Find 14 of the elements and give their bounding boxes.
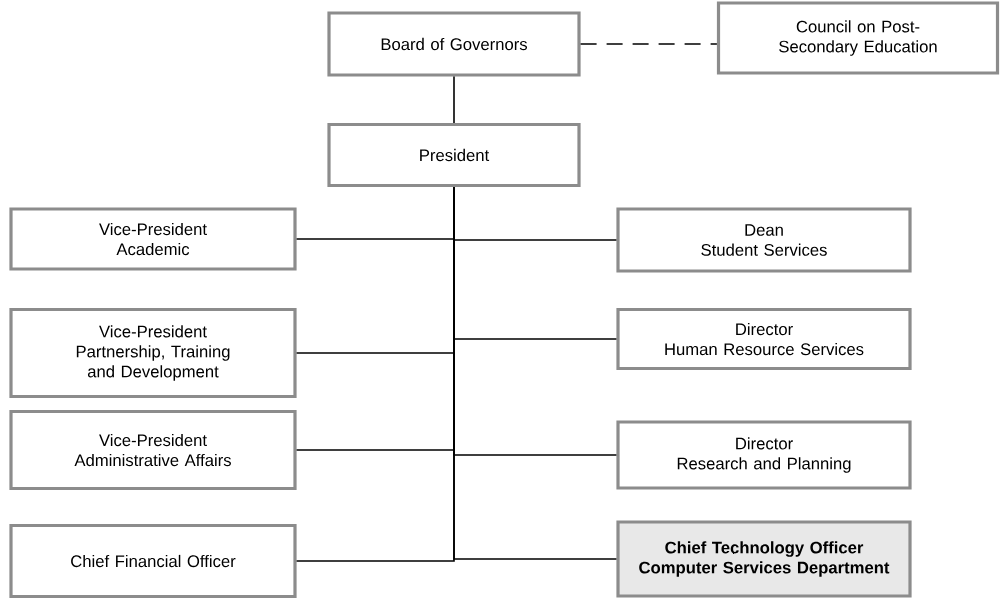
org-box: Vice-President Academic xyxy=(9,207,297,271)
org-box: Vice-President Partnership, Training and Development xyxy=(9,307,297,399)
org-box: Vice-President Administrative Affairs xyxy=(9,409,297,491)
connector-line xyxy=(453,75,455,124)
org-box: Chief Financial Officer xyxy=(9,523,297,599)
connector-line xyxy=(579,43,718,45)
highlighted-box: Chief Technology Officer Computer Services Department xyxy=(616,520,912,598)
org-box: Director Human Resource Services xyxy=(616,307,912,371)
org-box: Director Research and Planning xyxy=(616,420,912,490)
connector-line xyxy=(453,186,618,560)
org-box: President xyxy=(327,122,581,188)
org-box: Council on Post-Secondary Education xyxy=(716,1,1000,75)
org-box: Board of Governors xyxy=(327,11,581,77)
org-box: Dean Student Services xyxy=(616,207,912,273)
